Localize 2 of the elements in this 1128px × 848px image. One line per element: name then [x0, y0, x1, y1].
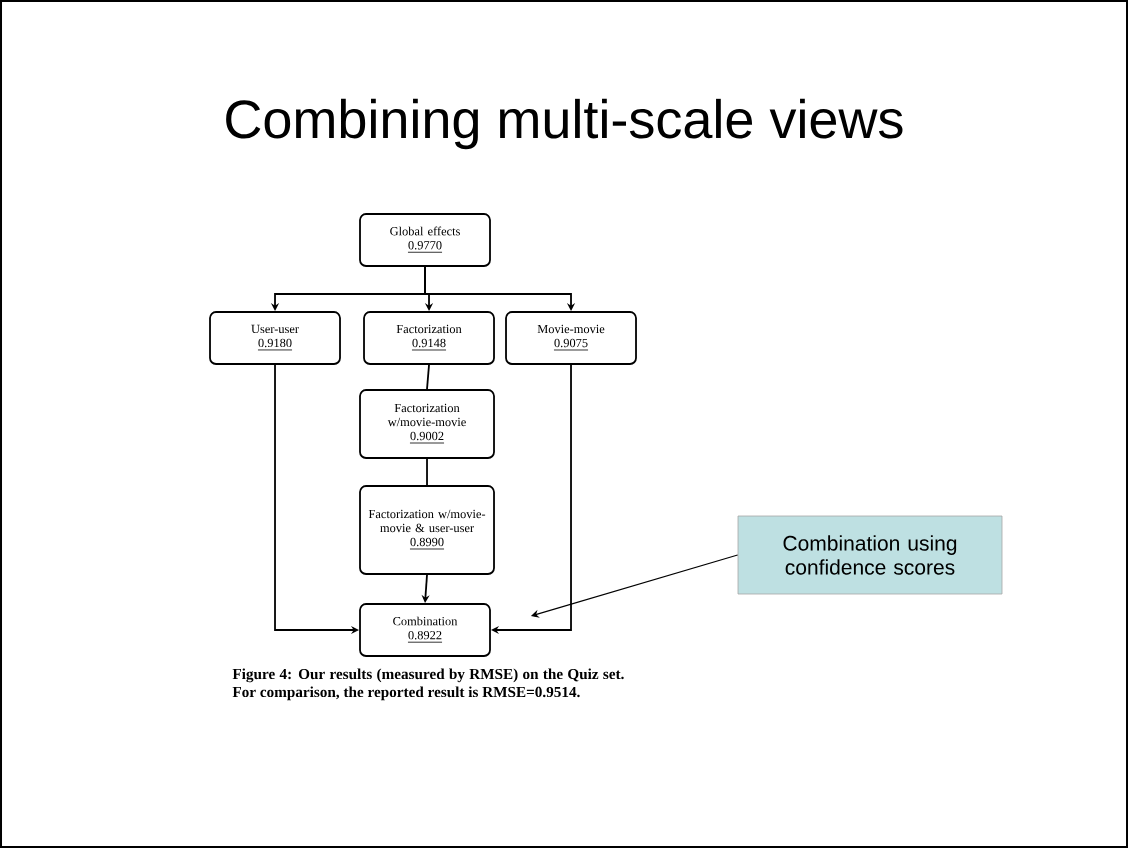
callout-box: Combination using confidence scores: [737, 515, 1003, 595]
slide-title: Combining multi-scale views: [226, 98, 903, 150]
